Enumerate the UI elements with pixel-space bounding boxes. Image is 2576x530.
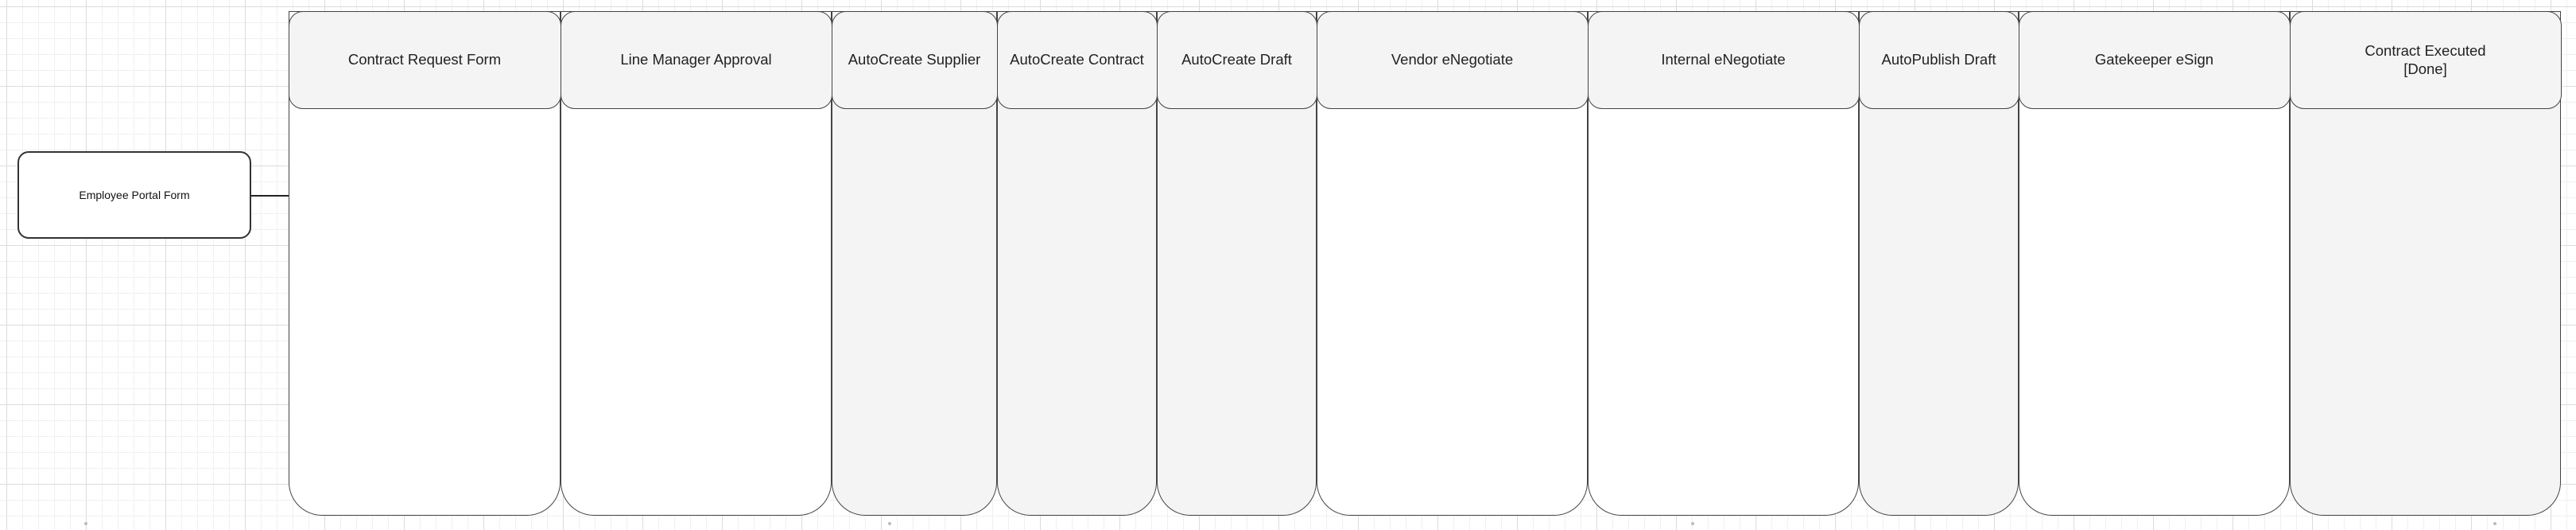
lane-header: Contract Request Form	[288, 10, 561, 109]
lane-autocreate-contract[interactable]: AutoCreate Contract	[996, 10, 1158, 516]
grid-marker	[2493, 522, 2496, 525]
lane-title: AutoCreate Supplier	[848, 51, 981, 68]
lane-title: Internal eNegotiate	[1661, 51, 1786, 68]
lane-title: AutoCreate Contract	[1010, 51, 1144, 68]
source-box-label: Employee Portal Form	[79, 189, 190, 201]
lane-title: Vendor eNegotiate	[1391, 51, 1514, 68]
lane-header: Gatekeeper eSign	[2018, 10, 2291, 109]
lane-header: Vendor eNegotiate	[1316, 10, 1589, 109]
lane-gatekeeper-esign[interactable]: Gatekeeper eSign	[2018, 10, 2291, 516]
lane-header: AutoCreate Draft	[1156, 10, 1317, 109]
lane-title: Contract Executed [Done]	[2365, 41, 2486, 77]
lane-header: Internal eNegotiate	[1587, 10, 1860, 109]
lane-header: AutoPublish Draft	[1858, 10, 2019, 109]
lane-title: Contract Request Form	[347, 51, 502, 68]
lane-header: AutoCreate Supplier	[831, 10, 998, 109]
swimlane-container: Contract Request Form Line Manager Appro…	[288, 10, 2564, 516]
lane-vendor-enegotiate[interactable]: Vendor eNegotiate	[1316, 10, 1589, 516]
lane-autocreate-draft[interactable]: AutoCreate Draft	[1156, 10, 1317, 516]
lane-contract-executed[interactable]: Contract Executed [Done]	[2289, 10, 2562, 516]
grid-marker	[1691, 522, 1694, 525]
lane-autopublish-draft[interactable]: AutoPublish Draft	[1858, 10, 2019, 516]
lane-line-manager-approval[interactable]: Line Manager Approval	[560, 10, 832, 516]
lane-header: AutoCreate Contract	[996, 10, 1158, 109]
grid-marker	[84, 522, 87, 525]
lane-title: Gatekeeper eSign	[2094, 51, 2214, 68]
lane-contract-request-form[interactable]: Contract Request Form	[288, 10, 561, 516]
lane-title: AutoPublish Draft	[1881, 51, 1996, 68]
lane-header: Line Manager Approval	[560, 10, 832, 109]
lane-title: Line Manager Approval	[620, 51, 772, 68]
grid-marker	[888, 522, 891, 525]
employee-portal-form-box[interactable]: Employee Portal Form	[17, 151, 251, 239]
lane-header: Contract Executed [Done]	[2289, 10, 2562, 109]
lane-autocreate-supplier[interactable]: AutoCreate Supplier	[831, 10, 998, 516]
lane-title: AutoCreate Draft	[1181, 51, 1292, 68]
lane-internal-enegotiate[interactable]: Internal eNegotiate	[1587, 10, 1860, 516]
